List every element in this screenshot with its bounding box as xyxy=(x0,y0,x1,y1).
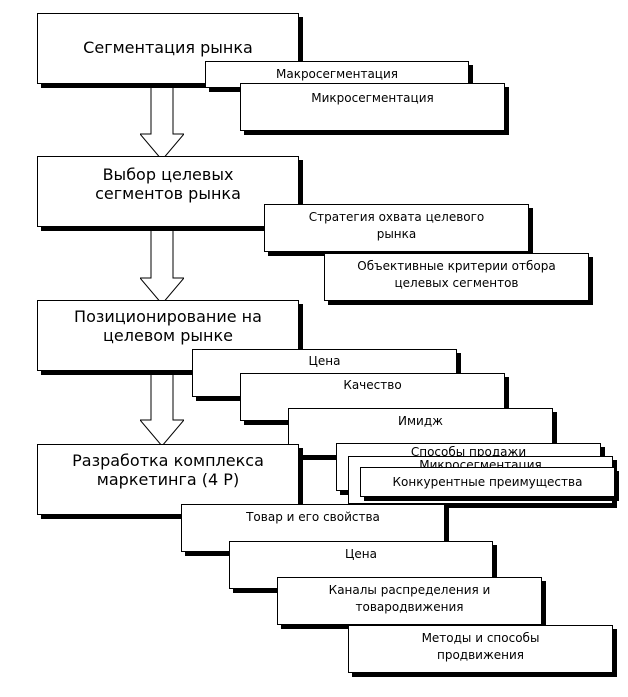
sub-promotion: Методы и способы продвижения xyxy=(348,625,613,673)
sub-microsegmentation: Микросегментация xyxy=(240,83,505,131)
step-target-selection: Выбор целевых сегментов рынка xyxy=(37,156,299,227)
step-segmentation: Сегментация рынка xyxy=(37,13,299,84)
sub-coverage-strategy: Стратегия охвата целевого рынка xyxy=(264,204,529,252)
arrow-down-icon xyxy=(140,370,184,446)
step-marketing-mix: Разработка комплекса маркетинга (4 Р) xyxy=(37,444,299,515)
sub-selection-criteria: Объективные критерии отбора целевых сегм… xyxy=(324,253,589,301)
arrow-down-icon xyxy=(140,226,184,304)
arrow-down-icon xyxy=(140,82,184,160)
sub-distribution: Каналы распределения и товародвижения xyxy=(277,577,542,625)
step-title: Сегментация рынка xyxy=(83,38,253,57)
sub-competitive-advantages: Конкурентные преимущества xyxy=(360,467,615,497)
